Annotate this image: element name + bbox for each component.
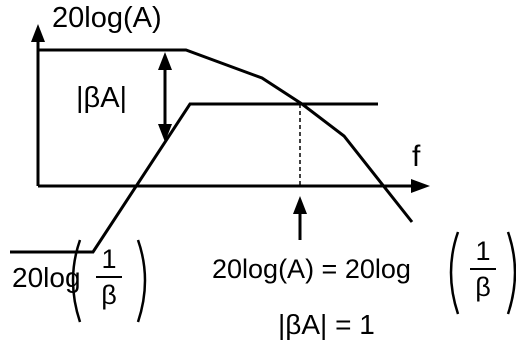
y-axis-arrow-icon (31, 24, 45, 42)
feedback-paren-left (71, 239, 82, 323)
intersection-pointer-arrow-icon (293, 196, 307, 214)
feedback-gain-curve (10, 102, 378, 254)
y-axis-label: 20log(A) (52, 2, 162, 34)
feedback-fraction-numerator: 1 (101, 244, 117, 274)
feedback-fraction-bar (96, 276, 122, 278)
intersection-paren-right (506, 231, 516, 315)
intersection-fraction-denominator: β (475, 272, 491, 302)
loop-gain-arrow-down-icon (158, 124, 172, 142)
feedback-paren-right (136, 239, 147, 323)
x-axis-arrow-icon (411, 179, 430, 193)
feedback-fraction-denominator: β (101, 280, 117, 310)
intersection-equation-left: 20log(A) = 20log (212, 254, 411, 284)
loop-gain-arrow-up-icon (158, 52, 172, 70)
intersection-fraction: 1 β (470, 238, 496, 301)
feedback-fraction: 1 β (96, 246, 122, 309)
open-loop-gain-curve (38, 48, 414, 223)
x-axis-label: f (412, 140, 421, 173)
intersection-fraction-numerator: 1 (475, 236, 491, 266)
loop-gain-label: |βA| (76, 82, 128, 114)
intersection-paren-left (449, 231, 460, 315)
intersection-fraction-bar (470, 268, 496, 270)
unity-gain-condition: |βA| = 1 (278, 309, 375, 340)
feedback-gain-prefix: 20log (12, 262, 81, 293)
